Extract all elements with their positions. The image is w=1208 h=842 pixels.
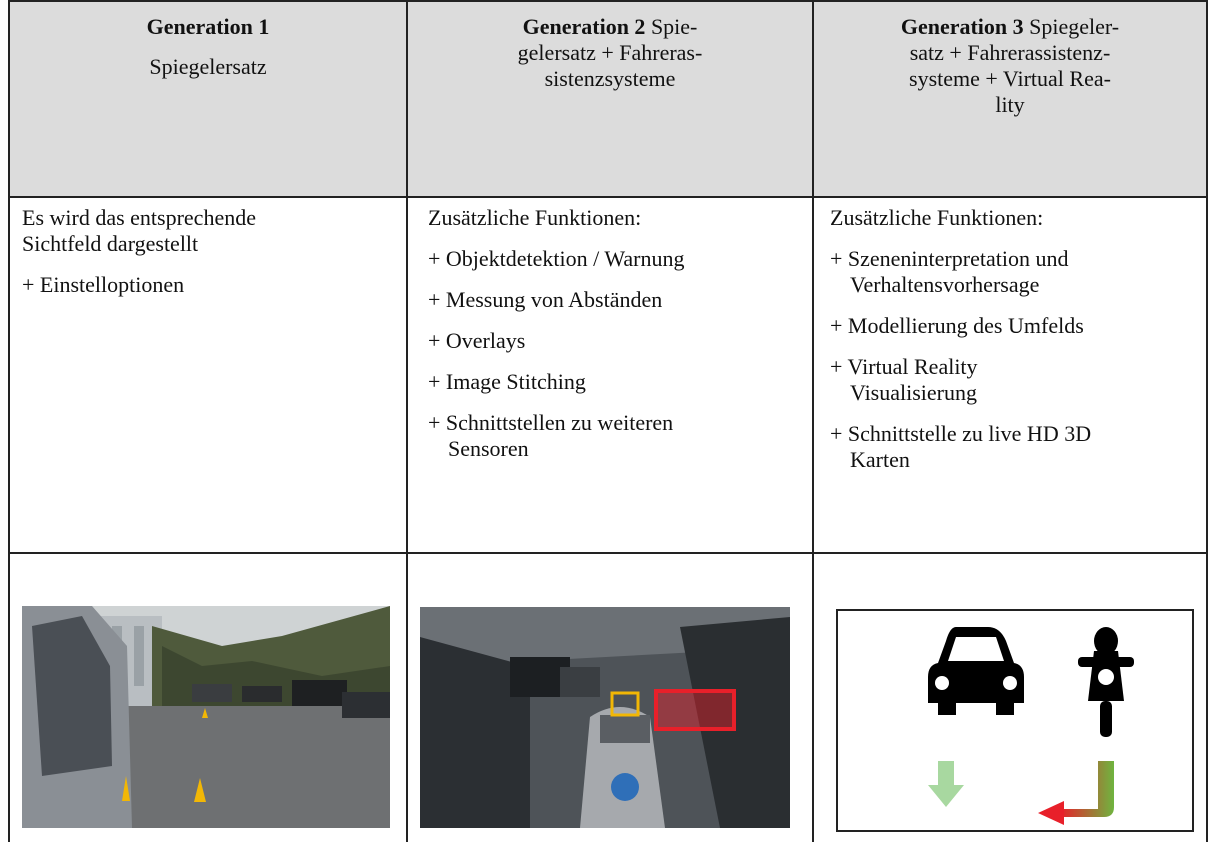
gen2-item-1: + Objektdetektion / Warnung <box>428 246 685 271</box>
gen2-title: Generation 2 <box>522 14 646 39</box>
gen3-item-3: + Virtual Reality <box>830 354 978 379</box>
body-gen3: Zusätzliche Funktionen: + Szeneninterpre… <box>830 205 1204 473</box>
column-divider-1 <box>406 0 408 842</box>
row-divider-2 <box>8 552 1208 554</box>
gen2-item-5-cont: Sensoren <box>448 436 529 461</box>
column-divider-2 <box>812 0 814 842</box>
header-gen1: Generation 1 Spiegelersatz <box>10 14 406 80</box>
body-gen1: Es wird das entsprechende Sichtfeld darg… <box>22 205 402 298</box>
gen2-line3: sistenzsysteme <box>544 66 676 91</box>
gen3-intro: Zusätzliche Funktionen: <box>830 205 1044 230</box>
body-gen2: Zusätzliche Funktionen: + Objektdetektio… <box>428 205 808 462</box>
gen1-desc-line2: Sichtfeld dargestellt <box>22 231 199 256</box>
table-border-left <box>8 0 10 842</box>
row-divider-1 <box>8 196 1208 198</box>
gen2-intro: Zusätzliche Funktionen: <box>428 205 642 230</box>
gen3-item-4-cont: Karten <box>850 447 910 472</box>
gen1-desc-line1: Es wird das entsprechende <box>22 205 256 230</box>
gen3-line2: satz + Fahrerassistenz- <box>909 40 1111 65</box>
gen3-item-2: + Modellierung des Umfelds <box>830 313 1084 338</box>
motorcycle-icon <box>1078 627 1134 737</box>
gen2-item-2: + Messung von Abständen <box>428 287 663 312</box>
turn-arrow-icon <box>1038 761 1114 825</box>
gen3-item-1-cont: Verhaltensvorhersage <box>850 272 1040 297</box>
gen1-camera-image <box>22 606 390 828</box>
gen3-line3: systeme + Virtual Rea- <box>909 66 1111 91</box>
gen3-line4: lity <box>995 92 1025 117</box>
gen3-item-3-cont: Visualisierung <box>850 380 977 405</box>
table-border-right <box>1206 0 1208 842</box>
header-row-background <box>8 0 1208 196</box>
gen3-vr-visualization <box>836 609 1194 832</box>
header-gen2: Generation 2 Spie- gelersatz + Fahreras-… <box>408 14 812 92</box>
gen1-title: Generation 1 <box>146 14 270 39</box>
header-gen3: Generation 3 Spiegeler- satz + Fahrerass… <box>814 14 1206 118</box>
gen3-item-4: + Schnittstelle zu live HD 3D <box>830 421 1092 446</box>
down-arrow-icon <box>928 761 964 807</box>
gen3-item-1: + Szeneninterpretation und <box>830 246 1069 271</box>
gen2-camera-image <box>420 607 790 828</box>
gen2-item-5: + Schnittstellen zu weiteren <box>428 410 674 435</box>
gen1-item-1: + Einstelloptionen <box>22 272 185 297</box>
gen1-subtitle: Spiegelersatz <box>149 54 267 79</box>
gen2-line2: gelersatz + Fahreras- <box>517 40 703 65</box>
gen2-item-3: + Overlays <box>428 328 526 353</box>
gen3-title-rest: Spiegeler- <box>1023 14 1120 39</box>
car-icon <box>928 627 1024 715</box>
gen2-title-rest: Spie- <box>645 14 698 39</box>
table-border-top <box>8 0 1208 2</box>
gen3-title: Generation 3 <box>900 14 1024 39</box>
gen2-item-4: + Image Stitching <box>428 369 586 394</box>
